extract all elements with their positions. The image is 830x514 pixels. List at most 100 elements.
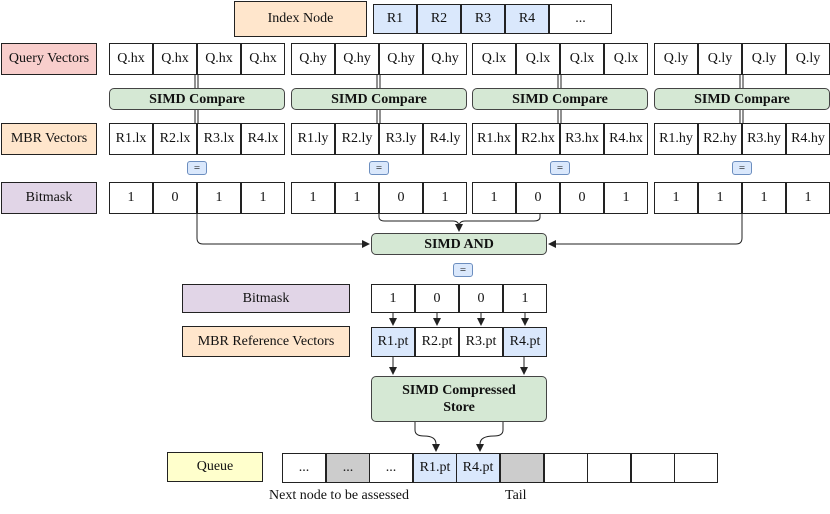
query-cell: Q.hy bbox=[335, 43, 379, 75]
compressed-store-line1: SIMD Compressed bbox=[402, 383, 516, 398]
result-bit-cell: 0 bbox=[459, 284, 503, 313]
mbr-cell: R2.hx bbox=[516, 123, 560, 155]
simd-and-op: SIMD AND bbox=[371, 233, 547, 255]
queue-cell bbox=[674, 453, 718, 483]
mbr-cell: R3.ly bbox=[379, 123, 423, 155]
bitmask-cell: 1 bbox=[423, 182, 467, 214]
mbr-cell: R4.lx bbox=[241, 123, 285, 155]
bitmask-cell: 0 bbox=[379, 182, 423, 214]
bitmask-cell: 1 bbox=[654, 182, 698, 214]
reference-cell: R1.pt bbox=[371, 327, 415, 357]
reference-cell: R4.pt bbox=[503, 327, 547, 357]
query-cell: Q.hx bbox=[109, 43, 153, 75]
bitmask-cell: 1 bbox=[604, 182, 648, 214]
bitmask3-to-and-wire bbox=[458, 214, 541, 228]
mbr-cell: R1.hy bbox=[654, 123, 698, 155]
queue-cell: R1.pt bbox=[413, 453, 457, 483]
bitmask-cell: 0 bbox=[516, 182, 560, 214]
query-cell: Q.hx bbox=[153, 43, 197, 75]
compare-equals-sign: = bbox=[369, 161, 389, 175]
query-cell: Q.lx bbox=[472, 43, 516, 75]
simd-compare-op: SIMD Compare bbox=[109, 88, 285, 110]
mbr-cell: R1.hx bbox=[472, 123, 516, 155]
queue-cell bbox=[631, 453, 675, 483]
simd-compare-op: SIMD Compare bbox=[654, 88, 830, 110]
mbr-cell: R4.ly bbox=[423, 123, 467, 155]
index-cell: R1 bbox=[373, 4, 417, 34]
queue-cell: ... bbox=[369, 453, 413, 483]
bitmask4-to-and-wire bbox=[548, 214, 743, 248]
index-cell: R4 bbox=[505, 4, 549, 34]
next-node-note: Next node to be assessed bbox=[269, 488, 409, 503]
mbr-cell: R4.hy bbox=[786, 123, 830, 155]
mbr-cell: R3.lx bbox=[197, 123, 241, 155]
mbr-cell: R2.ly bbox=[335, 123, 379, 155]
mbr-reference-vectors-label: MBR Reference Vectors bbox=[182, 326, 350, 357]
result-bit-cell: 1 bbox=[503, 284, 547, 313]
queue-cell bbox=[500, 453, 544, 483]
index-node-label: Index Node bbox=[234, 1, 367, 37]
bitmask-cell: 1 bbox=[197, 182, 241, 214]
bitmask-cell: 1 bbox=[742, 182, 786, 214]
mbr-cell: R3.hx bbox=[560, 123, 604, 155]
mbr-vectors-label: MBR Vectors bbox=[1, 123, 97, 155]
mbr-cell: R2.hy bbox=[698, 123, 742, 155]
store-to-queue-r4-wire bbox=[476, 422, 504, 452]
query-cell: Q.hy bbox=[291, 43, 335, 75]
bitmask-cell: 1 bbox=[698, 182, 742, 214]
result-bitmask-label: Bitmask bbox=[182, 284, 350, 313]
query-cell: Q.hy bbox=[423, 43, 467, 75]
tail-note: Tail bbox=[505, 488, 527, 503]
query-cell: Q.hx bbox=[241, 43, 285, 75]
bitmask-cell: 0 bbox=[560, 182, 604, 214]
compare-equals-sign: = bbox=[732, 161, 752, 175]
queue-cell: R4.pt bbox=[456, 453, 500, 483]
index-cell: ... bbox=[549, 4, 612, 34]
bitmask-cell: 1 bbox=[786, 182, 830, 214]
query-vectors-label: Query Vectors bbox=[1, 43, 97, 75]
compare-equals-sign: = bbox=[187, 161, 207, 175]
index-cell: R3 bbox=[461, 4, 505, 34]
queue-cell bbox=[544, 453, 588, 483]
query-cell: Q.ly bbox=[654, 43, 698, 75]
bitmask2-to-and-wire bbox=[378, 214, 463, 232]
query-cell: Q.ly bbox=[698, 43, 742, 75]
queue-cell: ... bbox=[326, 453, 370, 483]
bitmask1-to-and-wire bbox=[196, 214, 370, 248]
simd-compare-op: SIMD Compare bbox=[472, 88, 648, 110]
queue-label: Queue bbox=[167, 452, 263, 482]
result-bit-cell: 0 bbox=[415, 284, 459, 313]
query-cell: Q.hx bbox=[197, 43, 241, 75]
query-cell: Q.ly bbox=[786, 43, 830, 75]
reference-cell: R3.pt bbox=[459, 327, 503, 357]
query-cell: Q.lx bbox=[604, 43, 648, 75]
mbr-cell: R2.lx bbox=[153, 123, 197, 155]
reference-cell: R2.pt bbox=[415, 327, 459, 357]
result-bit-cell: 1 bbox=[371, 284, 415, 313]
mbr-cell: R1.ly bbox=[291, 123, 335, 155]
bitmask-cell: 1 bbox=[291, 182, 335, 214]
query-cell: Q.lx bbox=[560, 43, 604, 75]
compare-equals-sign: = bbox=[550, 161, 570, 175]
bitmask-cell: 1 bbox=[472, 182, 516, 214]
bitmask-cell: 0 bbox=[153, 182, 197, 214]
mbr-cell: R4.hx bbox=[604, 123, 648, 155]
bitmask-cell: 1 bbox=[109, 182, 153, 214]
queue-cell: ... bbox=[282, 453, 326, 483]
and-equals-sign: = bbox=[453, 263, 473, 277]
queue-cell bbox=[587, 453, 631, 483]
query-cell: Q.lx bbox=[516, 43, 560, 75]
index-cell: R2 bbox=[417, 4, 461, 34]
query-cell: Q.ly bbox=[742, 43, 786, 75]
bitmask-cell: 1 bbox=[335, 182, 379, 214]
bitmask-cell: 1 bbox=[241, 182, 285, 214]
simd-compressed-store-op: SIMD Compressed Store bbox=[371, 376, 547, 422]
compressed-store-line2: Store bbox=[443, 400, 475, 415]
mbr-cell: R3.hy bbox=[742, 123, 786, 155]
query-cell: Q.hy bbox=[379, 43, 423, 75]
bitmask-label: Bitmask bbox=[1, 182, 97, 214]
store-to-queue-r1-wire bbox=[414, 422, 440, 452]
simd-compare-op: SIMD Compare bbox=[291, 88, 467, 110]
